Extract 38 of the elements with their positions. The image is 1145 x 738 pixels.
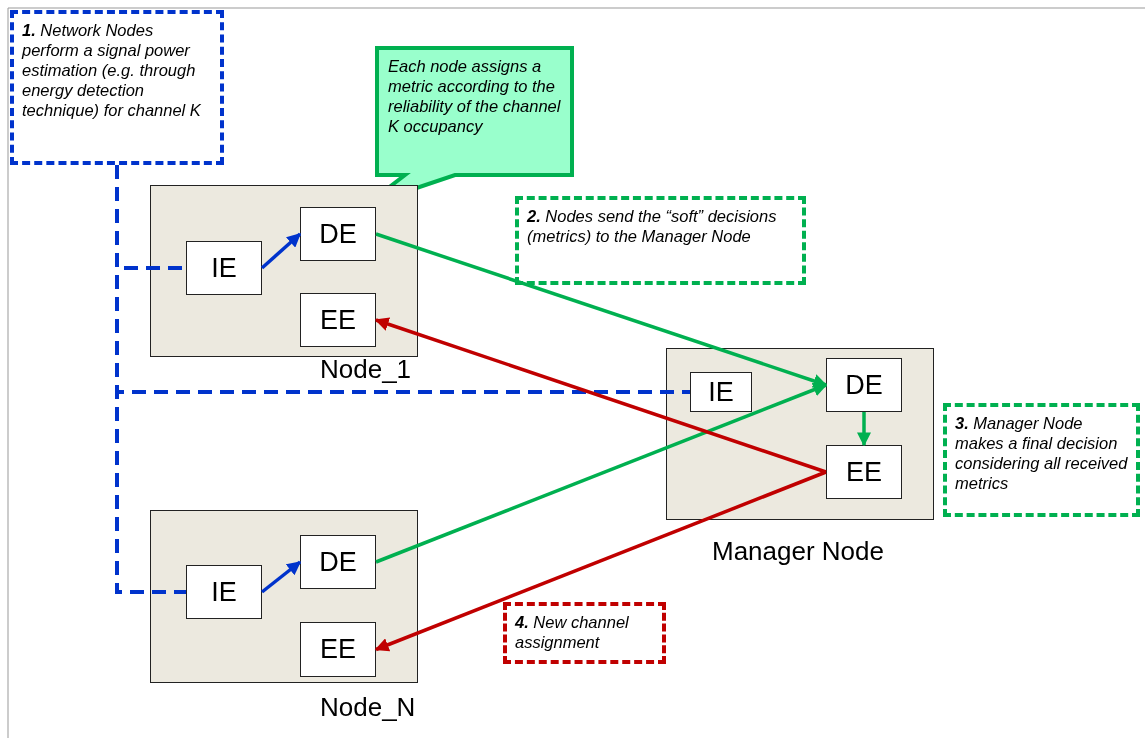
engine-box — [300, 293, 376, 347]
engine-label: IE — [211, 252, 237, 284]
note-text: 1. Network Nodes perform a signal power estimation (e.g. through energy detection technique) for channel K — [22, 20, 202, 120]
arrow — [260, 560, 302, 594]
engine-label: DE — [319, 218, 357, 250]
engine-box — [300, 207, 376, 261]
note-box — [943, 403, 1140, 517]
engine-box — [186, 241, 262, 295]
arrow — [375, 232, 828, 388]
note-box — [10, 10, 224, 165]
engine-box — [826, 445, 902, 499]
engine-label: IE — [708, 376, 734, 408]
node-title: Node_N — [320, 692, 416, 722]
note-box — [515, 196, 806, 285]
connector-line — [115, 165, 186, 594]
node-title: Node_1 — [320, 354, 412, 384]
arrow — [260, 232, 302, 270]
arrow — [375, 383, 828, 564]
engine-box — [826, 358, 902, 412]
engine-label: DE — [845, 369, 883, 401]
engine-label: EE — [320, 304, 356, 336]
note-text: 3. Manager Node makes a final decision considering all received metrics — [955, 413, 1128, 493]
engine-box — [186, 565, 262, 619]
engine-box — [300, 535, 376, 589]
note-text: 2. Nodes send the “soft” decisions (metrics) to the Manager Node — [527, 206, 778, 246]
arrow — [857, 412, 871, 447]
note-text: 4. New channel assignment — [515, 612, 630, 652]
note-box — [503, 602, 666, 664]
engine-box — [690, 372, 752, 412]
engine-label: DE — [319, 546, 357, 578]
arrow — [374, 317, 827, 474]
engine-box — [300, 622, 376, 677]
arrow — [374, 470, 827, 652]
node-title: Manager Node — [712, 536, 884, 566]
engine-label: EE — [846, 456, 882, 488]
engine-label: EE — [320, 634, 356, 665]
engine-label: IE — [211, 576, 237, 608]
callout-text: Each node assigns a metric according to the reliability of the channel K occupancy — [388, 56, 562, 136]
